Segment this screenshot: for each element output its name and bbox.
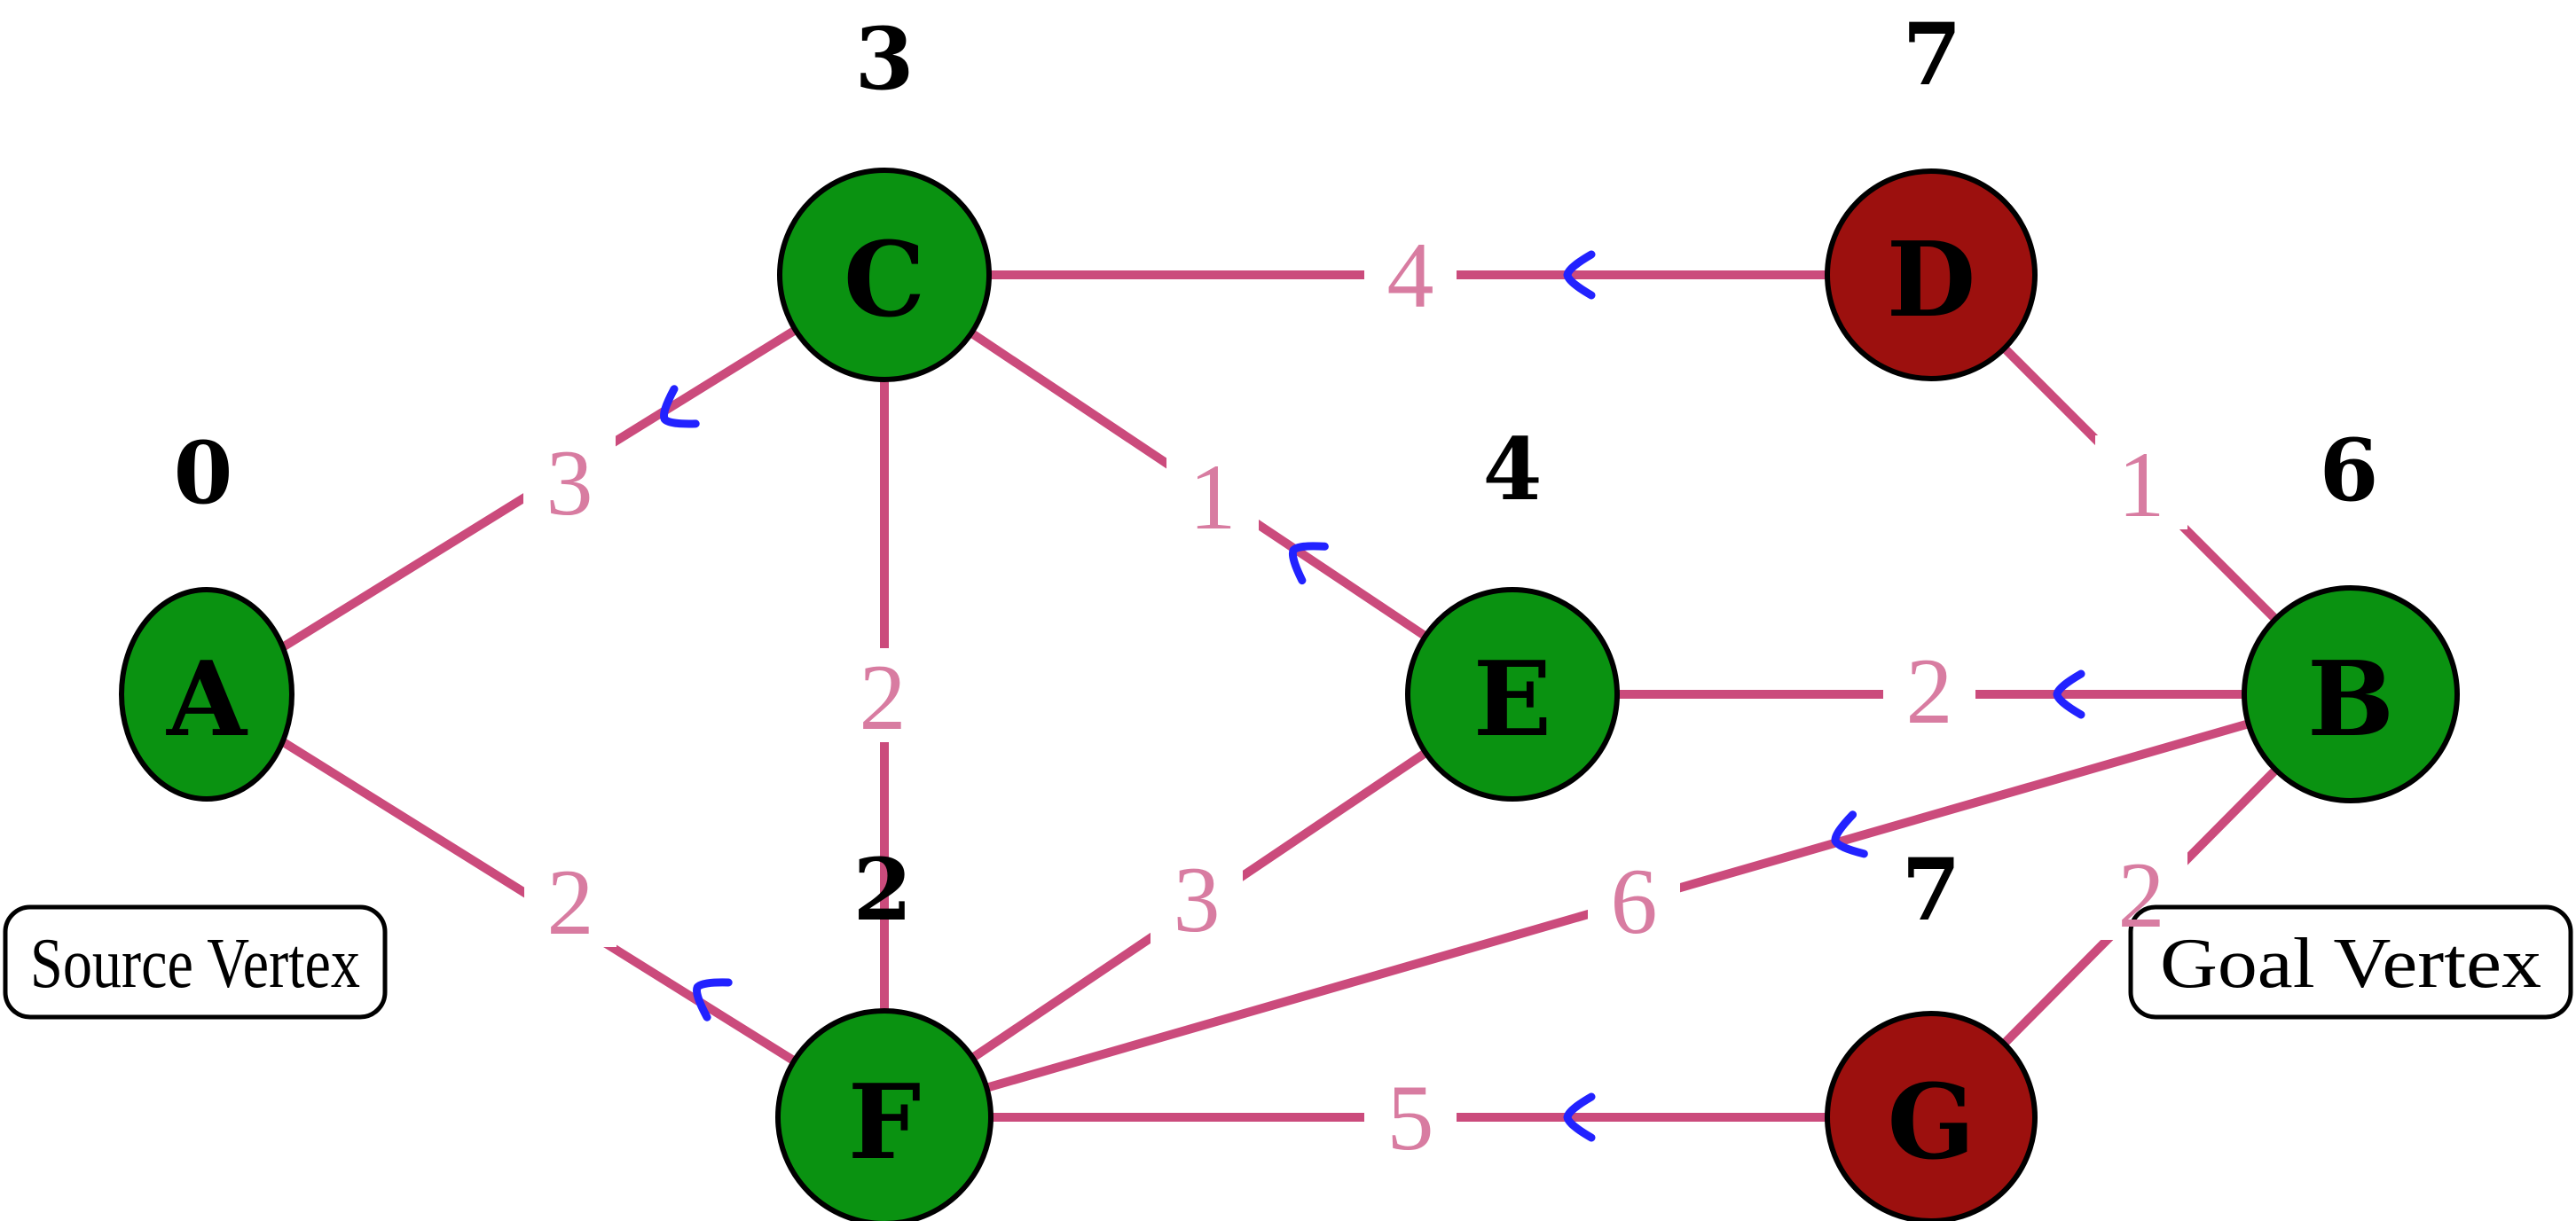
node-A bbox=[119, 587, 295, 802]
distance-label-D: 7 bbox=[1903, 4, 1962, 105]
node-letter-B: B bbox=[2307, 639, 2394, 760]
edge-weight-A-C: 3 bbox=[546, 431, 593, 535]
node-letter-C: C bbox=[844, 220, 925, 340]
label-box-goal bbox=[2128, 904, 2573, 1020]
node-letter-D: D bbox=[1887, 220, 1976, 340]
edge-label-gap-F-G bbox=[1364, 1068, 1457, 1162]
distance-label-A: 0 bbox=[174, 423, 233, 523]
edge-label-gap-D-B bbox=[2095, 435, 2187, 529]
edge-label-gap-E-B bbox=[1883, 642, 1975, 736]
distance-label-C: 3 bbox=[855, 9, 915, 109]
edge-arrow-icon-C-D bbox=[1563, 250, 1596, 300]
node-G bbox=[1825, 1011, 2038, 1221]
edge-label-gap-C-D bbox=[1364, 226, 1457, 320]
edge-arrow-icon-C-E bbox=[1288, 542, 1329, 585]
edge-label-gap-A-F bbox=[524, 853, 617, 947]
node-letter-F: F bbox=[848, 1062, 921, 1183]
node-D bbox=[1825, 168, 2038, 381]
edge-arrow-icon-F-G bbox=[1563, 1092, 1596, 1142]
edge-arrow-icon-A-C bbox=[660, 385, 700, 428]
edge-weight-F-B: 6 bbox=[1611, 849, 1658, 953]
node-letter-A: A bbox=[166, 639, 248, 760]
edge-arrow-icon-E-B bbox=[2053, 669, 2085, 719]
edge-label-gap-C-E bbox=[1166, 448, 1259, 542]
edge-weight-E-F: 3 bbox=[1174, 848, 1221, 951]
label-box-source-text: Source Vertex bbox=[30, 925, 360, 1003]
edge-weight-A-F: 2 bbox=[547, 850, 594, 954]
edge-weight-E-B: 2 bbox=[1906, 639, 1953, 743]
label-box-goal-text: Goal Vertex bbox=[2160, 925, 2541, 1003]
edge-label-gap-C-F bbox=[836, 648, 929, 742]
node-letter-E: E bbox=[1473, 639, 1551, 760]
distance-label-F: 2 bbox=[853, 840, 913, 940]
distance-label-B: 6 bbox=[2320, 420, 2379, 520]
edge-weight-C-E: 1 bbox=[1190, 445, 1237, 549]
distance-label-G: 7 bbox=[1902, 840, 1961, 940]
node-letter-G: G bbox=[1887, 1062, 1975, 1183]
edge-weight-C-D: 4 bbox=[1387, 223, 1434, 327]
node-E bbox=[1405, 587, 1620, 802]
edge-weight-D-B: 1 bbox=[2118, 433, 2165, 536]
node-B bbox=[2242, 585, 2460, 803]
edge-weight-G-B: 2 bbox=[2118, 843, 2165, 947]
edge-label-gap-A-C bbox=[523, 434, 616, 528]
node-C bbox=[777, 168, 992, 382]
edge-arrow-icon-F-B bbox=[1831, 810, 1868, 858]
node-F bbox=[775, 1008, 993, 1221]
distance-label-E: 4 bbox=[1483, 419, 1543, 520]
edge-weight-C-F: 2 bbox=[860, 646, 907, 749]
label-box-source bbox=[3, 904, 388, 1020]
edge-label-gap-F-B bbox=[1588, 852, 1680, 946]
edge-weight-F-G: 5 bbox=[1387, 1066, 1434, 1170]
edge-label-gap-E-F bbox=[1151, 850, 1243, 944]
edge-arrow-icon-A-F bbox=[693, 978, 733, 1021]
